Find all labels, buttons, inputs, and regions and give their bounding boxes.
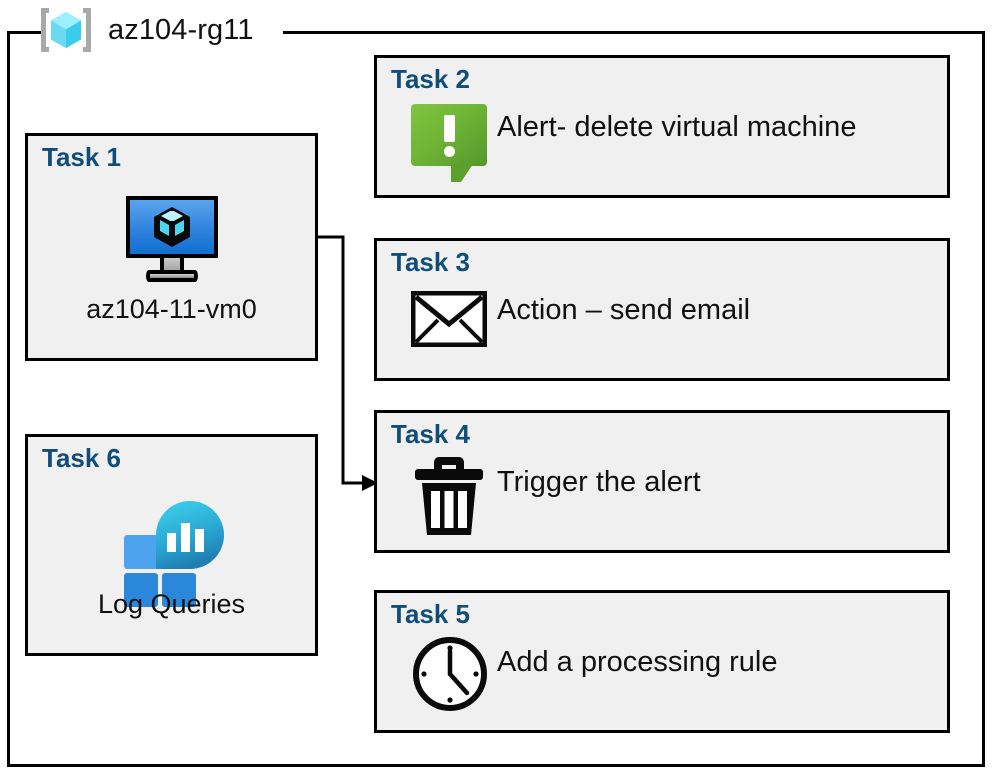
task-4-label: Trigger the alert <box>497 466 701 498</box>
task-1-label: az104-11-vm0 <box>86 294 257 324</box>
card-task-4[interactable]: Task 4 Trigger the alert <box>374 410 950 553</box>
trash-icon <box>411 453 487 539</box>
card-task-2[interactable]: Task 2 Alert- delete virtual machine <box>374 55 950 198</box>
card-task-5[interactable]: Task 5 Add a processing rule <box>374 590 950 733</box>
resource-group-name: az104-rg11 <box>108 14 254 46</box>
task-3-label: Action – send email <box>497 294 751 326</box>
clock-icon <box>411 635 489 713</box>
card-task-3[interactable]: Task 3 Action – send email <box>374 238 950 381</box>
task-2-title: Task 2 <box>391 64 471 94</box>
task-3-title: Task 3 <box>391 247 471 277</box>
virtual-machine-icon <box>125 196 218 284</box>
resource-group-border-top-left <box>7 31 41 34</box>
task-1-title: Task 1 <box>42 142 122 172</box>
task-2-label: Alert- delete virtual machine <box>497 111 857 143</box>
envelope-icon <box>410 290 488 348</box>
task-6-title: Task 6 <box>42 443 122 473</box>
resource-group-header: az104-rg11 <box>36 4 254 56</box>
task-4-title: Task 4 <box>391 419 471 449</box>
task-5-label: Add a processing rule <box>497 646 778 678</box>
resource-group-border-top-right <box>283 31 985 34</box>
resource-group-container <box>7 31 985 767</box>
card-task-1[interactable]: Task 1 az104-11-vm0 <box>25 133 318 361</box>
card-task-6[interactable]: Task 6 Log Queries <box>25 434 318 656</box>
task-6-label: Log Queries <box>97 589 246 619</box>
resource-group-cube-icon <box>36 4 96 56</box>
log-analytics-icon <box>118 493 226 607</box>
alert-bubble-icon <box>411 104 487 182</box>
task-5-title: Task 5 <box>391 599 471 629</box>
